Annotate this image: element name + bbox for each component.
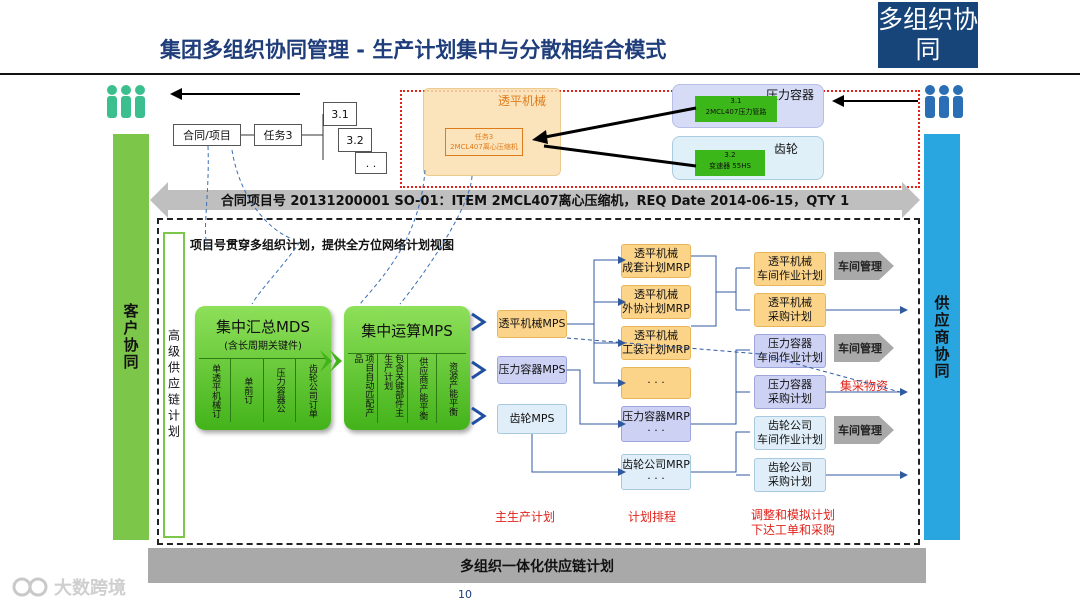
mps-gear: 齿轮MPS — [497, 404, 567, 434]
mds-sub: (含长周期关键件) — [224, 341, 302, 352]
gear-task-name: 变速器 55HS — [709, 162, 751, 170]
watermark: 大数跨境 — [12, 574, 126, 600]
mps-col: 供应商产能平衡 — [408, 354, 438, 423]
mrp-gear: 齿轮公司MRP · · · — [621, 454, 691, 490]
pressure-label: 压力容器 — [766, 88, 815, 102]
planning-area — [157, 218, 920, 545]
gear-task: 3.2 变速器 55HS — [695, 150, 765, 176]
supplier-collaboration-bar: 供应商协同 — [924, 134, 960, 540]
sub-task-dots: . . — [355, 152, 387, 174]
footer-label-schedule: 计划排程 — [628, 510, 677, 524]
mrp-pressure: 压力容器MRP · · · — [621, 406, 691, 442]
task3-box: 任务3 — [254, 124, 302, 146]
gear-task-num: 3.2 — [724, 151, 736, 159]
bottom-bar: 多组织一体化供应链计划 — [148, 548, 926, 583]
top-flow-arrows — [532, 95, 918, 168]
exec-gear-purchase: 齿轮公司 采购计划 — [754, 458, 826, 492]
mds-title: 集中汇总MDS — [215, 318, 310, 336]
page-title: 集团多组织协同管理 - 生产计划集中与分散相结合模式 — [160, 38, 667, 62]
mps-col: 项目自动匹配产品 — [348, 354, 378, 423]
contract-box: 合同/项目 — [173, 124, 241, 146]
exec-touping-shop: 透平机械 车间作业计划 — [754, 252, 826, 286]
exec-pressure-purchase: 压力容器 采购计划 — [754, 375, 826, 409]
mps-center-box: 集中运算MPS 项目自动匹配产品 包含关键部件主生产计划 供应商产能平衡 资源产… — [344, 306, 470, 430]
mds-col: 单透平机械订 — [199, 359, 232, 422]
sub-task-32: 3.2 — [338, 128, 372, 152]
footer-label-adjust: 调整和模拟计划 下达工单和采购 — [750, 508, 835, 537]
mds-col: 压力容器公 — [264, 359, 296, 422]
pressure-task-name: 2MCL407压力管路 — [705, 108, 767, 116]
topic-badge: 多组织协同 — [878, 2, 978, 68]
page-number: 10 — [458, 588, 472, 601]
mps-center-title: 集中运算MPS — [361, 322, 453, 340]
mrp-touping-outsource: 透平机械 外协计划MRP — [621, 285, 691, 319]
advanced-scm-box: 高级供应链计划 — [163, 232, 185, 538]
left-arrow — [170, 88, 300, 100]
pressure-task-num: 3.1 — [730, 97, 742, 105]
exec-touping-purchase: 透平机械 采购计划 — [754, 293, 826, 327]
footer-label-mps: 主生产计划 — [495, 510, 556, 524]
mds-to-mps-arrow — [320, 350, 342, 372]
watermark-text: 大数跨境 — [54, 578, 126, 599]
mds-box: 集中汇总MDS (含长周期关键件) 单透平机械订 单前订 压力容器公 齿轮公司订… — [195, 306, 331, 430]
project-note: 项目号贯穿多组织计划，提供全方位网络计划视图 — [190, 238, 455, 252]
customer-group-icon — [107, 85, 145, 118]
item-banner-text: 合同项目号 20131200001 SO-01：ITEM 2MCL407离心压缩… — [220, 194, 850, 209]
touping-unit — [423, 88, 561, 176]
mps-chevrons — [471, 312, 487, 426]
central-purchase-label: 集采物资 — [840, 379, 889, 393]
touping-label: 透平机械 — [498, 94, 547, 108]
pressure-task: 3.1 2MCL407压力管路 — [695, 96, 777, 122]
mps-col: 包含关键部件主生产计划 — [378, 354, 408, 423]
mrp-touping-more: · · · — [621, 367, 691, 399]
touping-task: 任务3 2MCL407离心压缩机 — [445, 128, 523, 156]
header-divider — [0, 73, 1080, 75]
customer-collaboration-bar: 客户协同 — [113, 134, 149, 540]
task-connectors — [241, 114, 324, 160]
supplier-group-icon — [925, 85, 963, 118]
mds-col: 单前订 — [231, 359, 264, 422]
mps-touping: 透平机械MPS — [497, 310, 567, 338]
multi-org-area — [400, 90, 920, 188]
watermark-logo-icon — [12, 577, 48, 597]
mps-col: 资源产能平衡 — [447, 361, 458, 416]
mds-col: 齿轮公司订单 — [306, 363, 317, 418]
gear-label: 齿轮 — [774, 142, 799, 156]
mrp-touping-set: 透平机械 成套计划MRP — [621, 244, 691, 278]
item-banner-arrow — [150, 182, 920, 218]
mps-pressure: 压力容器MPS — [497, 356, 567, 384]
exec-gear-shop: 齿轮公司 车间作业计划 — [754, 416, 826, 450]
